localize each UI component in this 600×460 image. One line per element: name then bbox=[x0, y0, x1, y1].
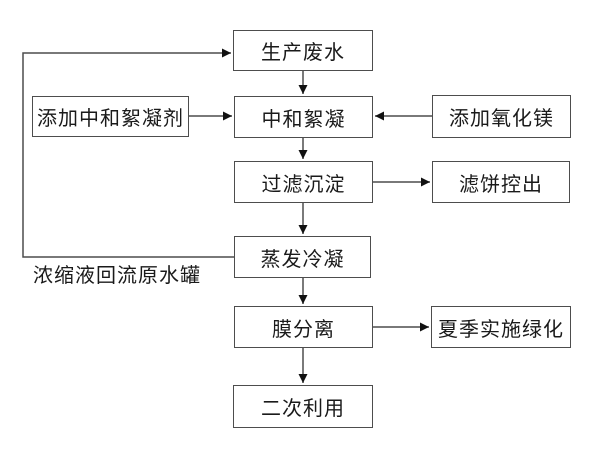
node-neutralization-flocculation-label: 中和絮凝 bbox=[261, 108, 346, 131]
node-add-magnesium-oxide: 添加氧化镁 bbox=[432, 95, 571, 138]
node-membrane-separation: 膜分离 bbox=[234, 306, 373, 348]
node-secondary-use-label: 二次利用 bbox=[261, 398, 345, 420]
node-filter-cake-discharge: 滤饼控出 bbox=[432, 161, 570, 203]
node-production-wastewater-label: 生产废水 bbox=[261, 42, 345, 64]
node-filtration-sedimentation-label: 过滤沉淀 bbox=[261, 173, 346, 196]
node-filtration-sedimentation: 过滤沉淀 bbox=[234, 161, 373, 203]
node-filter-cake-discharge-label: 滤饼控出 bbox=[459, 173, 543, 196]
node-summer-greening-label: 夏季实施绿化 bbox=[438, 318, 564, 341]
node-summer-greening: 夏季实施绿化 bbox=[431, 306, 571, 348]
node-add-magnesium-oxide-label: 添加氧化镁 bbox=[449, 108, 554, 130]
node-production-wastewater: 生产废水 bbox=[233, 30, 373, 71]
label-concentrate-return: 浓缩液回流原水罐 bbox=[33, 265, 201, 287]
node-add-neutralizing-flocculant-label: 添加中和絮凝剂 bbox=[37, 108, 184, 130]
node-neutralization-flocculation: 中和絮凝 bbox=[234, 96, 373, 138]
node-add-neutralizing-flocculant: 添加中和絮凝剂 bbox=[32, 96, 189, 137]
arrow-concentrate-return-loop bbox=[22, 48, 234, 258]
node-evaporation-condensation: 蒸发冷凝 bbox=[234, 236, 371, 278]
node-membrane-separation-label: 膜分离 bbox=[272, 318, 335, 341]
node-evaporation-condensation-label: 蒸发冷凝 bbox=[260, 248, 345, 271]
node-secondary-use: 二次利用 bbox=[233, 385, 373, 428]
